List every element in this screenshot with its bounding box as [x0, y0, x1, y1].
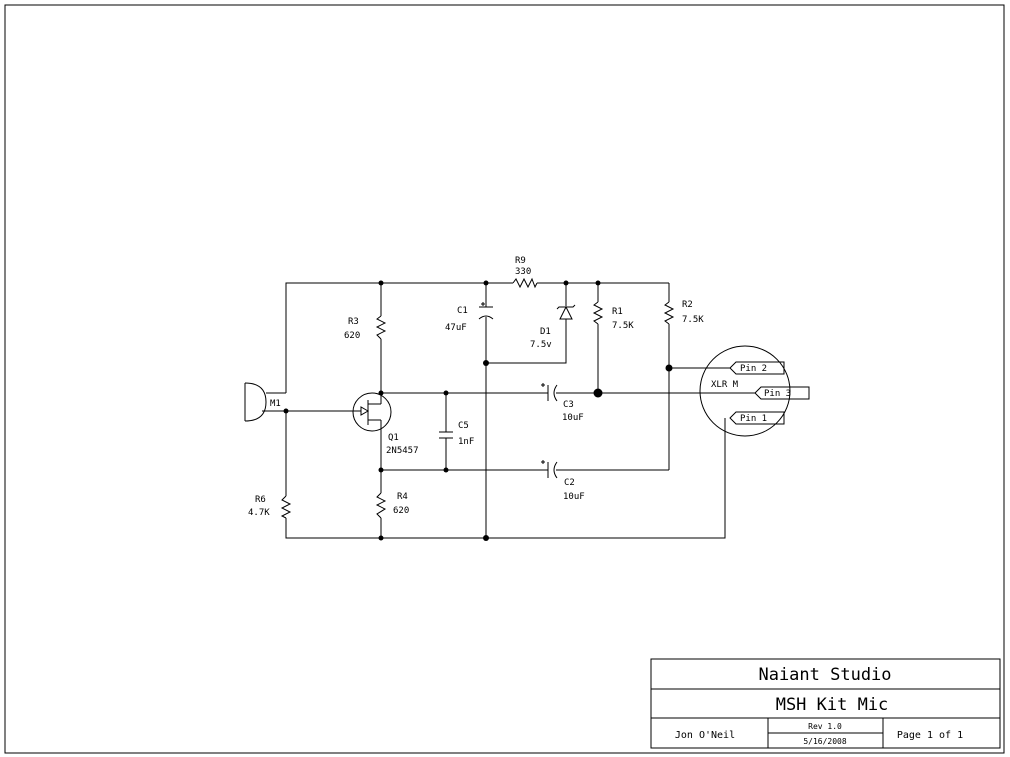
r1-value: 7.5K — [612, 321, 634, 331]
resistor-r6: R6 4.7K — [248, 495, 292, 519]
c5-value: 1nF — [458, 437, 474, 447]
r6-ref: R6 — [255, 495, 266, 505]
page-number: Page 1 of 1 — [897, 730, 963, 741]
company-name: Naiant Studio — [758, 665, 891, 685]
r4-value: 620 — [393, 506, 409, 516]
date: 5/16/2008 — [803, 737, 847, 746]
r6-value: 4.7K — [248, 508, 270, 518]
pin1-label: Pin 1 — [740, 414, 767, 424]
pin3-label: Pin 3 — [764, 389, 791, 399]
c1-ref: C1 — [457, 306, 468, 316]
r4-ref: R4 — [397, 492, 408, 502]
c3-ref: C3 — [563, 400, 574, 410]
pin2-tag — [729, 361, 785, 375]
c2-value: 10uF — [563, 492, 585, 502]
capacitor-c5: C5 1nF — [439, 421, 474, 447]
d1-ref: D1 — [540, 327, 551, 337]
r1-ref: R1 — [612, 307, 623, 317]
q1-ref: Q1 — [388, 433, 399, 443]
sheet-border — [4, 4, 1005, 754]
microphone-m1: M1 — [244, 382, 286, 422]
wires — [262, 282, 755, 539]
zener-diode-d1: D1 7.5v — [530, 304, 576, 350]
author: Jon O'Neil — [675, 730, 735, 741]
c3-value: 10uF — [562, 413, 584, 423]
pin3-tag — [754, 386, 810, 400]
pin2-label: Pin 2 — [740, 364, 767, 374]
d1-value: 7.5v — [530, 340, 552, 350]
pin1-tag — [729, 411, 785, 425]
resistor-r4: R4 620 — [375, 492, 409, 519]
r9-value: 330 — [515, 267, 531, 277]
capacitor-c3: C3 10uF — [541, 383, 584, 423]
xlr-name: XLR M — [711, 380, 739, 390]
resistor-r9: R9 330 — [512, 256, 538, 289]
drawing-title: MSH Kit Mic — [776, 695, 889, 715]
resistor-r3: R3 620 — [344, 315, 387, 341]
xlr-connector: XLR M Pin 2 Pin 3 Pin 1 — [699, 345, 810, 437]
jfet-q1: Q1 2N5457 — [352, 392, 419, 456]
r3-value: 620 — [344, 331, 360, 341]
revision: Rev 1.0 — [808, 722, 842, 731]
c5-ref: C5 — [458, 421, 469, 431]
r2-value: 7.5K — [682, 315, 704, 325]
q1-value: 2N5457 — [386, 446, 419, 456]
resistor-r1: R1 7.5K — [592, 301, 634, 331]
r2-ref: R2 — [682, 300, 693, 310]
capacitor-c2: C2 10uF — [541, 460, 585, 502]
title-block: Naiant Studio MSH Kit Mic Jon O'Neil Rev… — [650, 658, 1001, 749]
resistor-r2: R2 7.5K — [663, 300, 704, 325]
c1-value: 47uF — [445, 323, 467, 333]
m1-ref: M1 — [270, 399, 281, 409]
c2-ref: C2 — [564, 478, 575, 488]
r9-ref: R9 — [515, 256, 526, 266]
junctions — [283, 280, 673, 541]
capacitor-c1: C1 47uF — [445, 302, 494, 333]
r3-ref: R3 — [348, 317, 359, 327]
